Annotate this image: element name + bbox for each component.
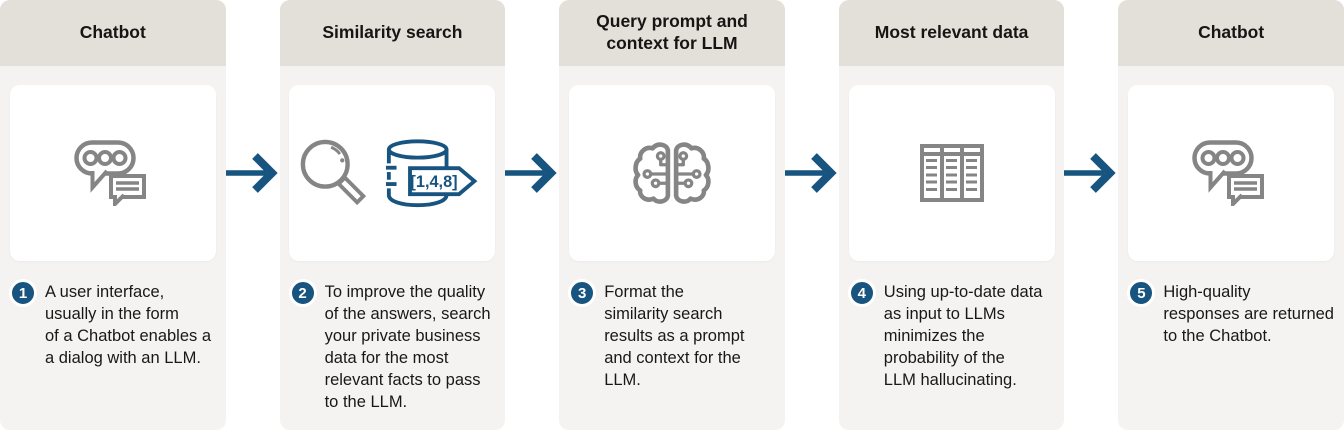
step-description: 2 To improve the quality of the answers,… <box>280 261 506 413</box>
step-description: 1 A user interface, usually in the form … <box>0 261 226 369</box>
step-text: To improve the quality of the answers, s… <box>324 283 491 411</box>
flow-arrow-1 <box>225 0 280 430</box>
step-text: Format the similarity search results as … <box>604 283 745 389</box>
icon-card: [1,4,8] <box>289 85 496 261</box>
arrow-right-icon <box>505 153 557 193</box>
flow-arrow-4 <box>1064 0 1118 430</box>
column-header: Similarity search <box>279 0 506 66</box>
icon-card <box>1128 85 1335 261</box>
column-most-relevant-data: Most relevant data 4 Using up-to-date da… <box>838 0 1065 430</box>
step-number-badge: 3 <box>568 279 597 307</box>
brain-circuit-icon <box>633 140 711 206</box>
arrow-right-icon <box>784 153 837 193</box>
step-description: 4 Using up-to-date data as input to LLMs… <box>839 261 1065 391</box>
step-number-badge: 2 <box>288 279 317 307</box>
flow-arrow-3 <box>784 0 839 430</box>
chat-icon <box>1192 140 1265 206</box>
column-header: Chatbot <box>1118 0 1344 66</box>
column-header: Query prompt and context for LLM <box>559 0 785 66</box>
column-chatbot-input: Chatbot 1 A user interface, usually in t… <box>0 0 226 430</box>
step-text: Using up-to-date data as input to LLMs m… <box>883 283 1043 389</box>
column-chatbot-output: Chatbot 5 High-quality responses are ret… <box>1118 0 1344 430</box>
step-text: A user interface, usually in the form of… <box>45 283 212 367</box>
vector-database-icon: [1,4,8] <box>385 139 478 208</box>
flow-arrow-2 <box>505 0 559 430</box>
magnifier-icon <box>301 139 367 206</box>
icon-card <box>848 85 1055 261</box>
step-number-badge: 1 <box>9 279 37 307</box>
arrow-right-icon <box>1064 153 1117 193</box>
step-number-badge: 4 <box>847 279 876 307</box>
database-tag-label: [1,4,8] <box>411 173 458 191</box>
step-description: 3 Format the similarity search results a… <box>559 261 785 391</box>
step-text: High-quality responses are returned to t… <box>1163 283 1334 345</box>
column-header: Chatbot <box>0 0 226 66</box>
column-query-prompt: Query prompt and context for LLM <box>559 0 785 430</box>
step-description: 5 High-quality responses are returned to… <box>1118 261 1344 347</box>
step-number-badge: 5 <box>1127 279 1156 307</box>
column-similarity-search: Similarity search [1,4,8] <box>279 0 506 430</box>
data-table-icon <box>919 144 984 202</box>
icon-card <box>9 85 216 261</box>
icon-card <box>568 85 775 261</box>
arrow-right-icon <box>225 153 278 193</box>
chat-icon <box>74 140 146 206</box>
column-header: Most relevant data <box>838 0 1065 66</box>
